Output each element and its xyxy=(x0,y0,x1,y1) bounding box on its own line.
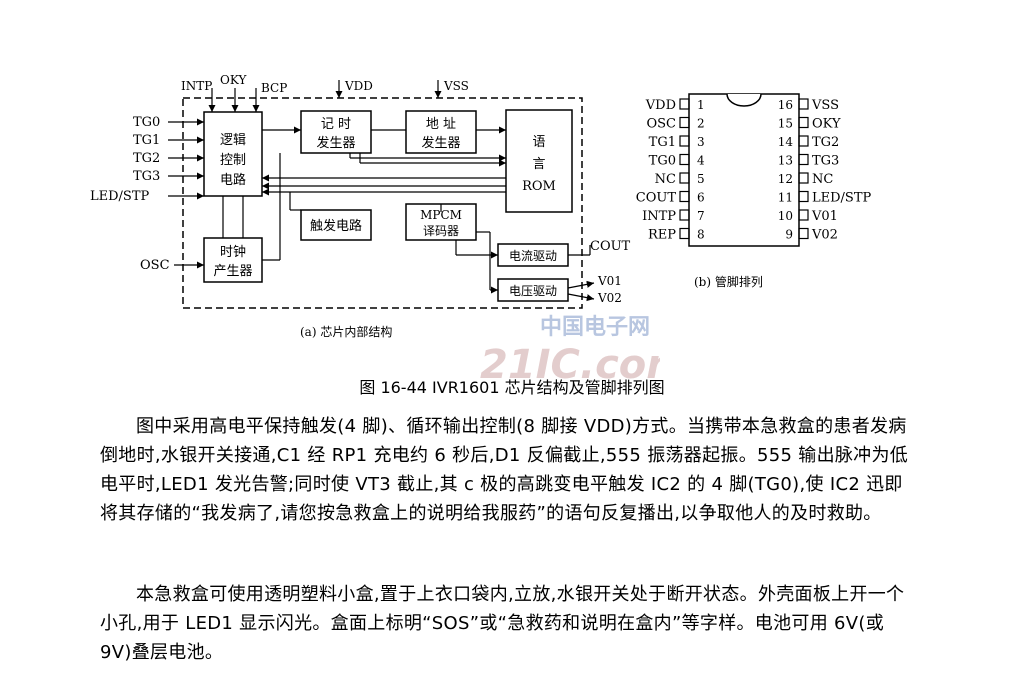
current-drive-label: 电流驱动 xyxy=(509,249,557,263)
mpcm-label-2: 译码器 xyxy=(423,224,459,238)
ic-notch xyxy=(726,93,762,107)
diagram-a-caption: (a) 芯片内部结构 xyxy=(300,324,392,339)
pin-name: REP xyxy=(648,228,676,243)
pin-number: 10 xyxy=(778,209,793,223)
pin-name: VSS xyxy=(811,98,839,113)
pin-number: 12 xyxy=(778,172,793,186)
trigger-label: 触发电路 xyxy=(310,218,362,234)
pin-number: 2 xyxy=(697,117,705,131)
signal-cout: COUT xyxy=(590,239,631,254)
speech-rom-block xyxy=(505,109,573,213)
pin-name: V01 xyxy=(811,209,838,224)
signal-vss: VSS xyxy=(443,79,469,93)
pin-name: VDD xyxy=(645,98,676,113)
timer-label-2: 发生器 xyxy=(316,135,355,151)
rom-label-3: ROM xyxy=(522,179,556,194)
timer-label-1: 记 时 xyxy=(321,117,351,132)
logic-label-1: 逻辑 xyxy=(220,133,246,148)
pin-number: 3 xyxy=(697,135,705,149)
pin-terminal xyxy=(679,172,690,184)
signal-led-stp: LED/STP xyxy=(90,189,150,204)
logic-label-2: 控制 xyxy=(220,153,246,168)
logic-control-block xyxy=(203,111,263,197)
ivr1601-figure: 逻辑 控制 电路 记 时 发生器 地 址 发生器 语 言 ROM 触发电路 时钟… xyxy=(90,73,872,339)
signal-oky: OKY xyxy=(220,73,247,87)
signal-bcp: BCP xyxy=(261,81,287,95)
paragraph-2-text: 本急救盒可使用透明塑料小盒,置于上衣口袋内,立放,水银开关处于断开状态。外壳面板… xyxy=(100,584,905,663)
paragraph-1-text: 图中采用高电平保持触发(4 脚)、循环输出控制(8 脚接 VDD)方式。当携带本… xyxy=(100,416,909,524)
pin-number: 7 xyxy=(697,209,705,223)
paragraph-2: 本急救盒可使用透明塑料小盒,置于上衣口袋内,立放,水银开关处于断开状态。外壳面板… xyxy=(100,580,920,667)
pin-name: TG1 xyxy=(649,135,676,150)
pin-name: TG3 xyxy=(812,154,839,169)
pin-terminal xyxy=(798,98,809,110)
pin-terminal xyxy=(798,209,809,221)
pin-number: 9 xyxy=(785,228,793,242)
pin-name: TG0 xyxy=(649,154,676,169)
pin-name: TG2 xyxy=(812,135,839,150)
pin-terminal xyxy=(679,153,690,166)
signal-tg3: TG3 xyxy=(133,169,160,184)
clock-label-1: 时钟 xyxy=(220,244,246,260)
pin-number: 13 xyxy=(778,154,793,168)
pin-terminal xyxy=(679,135,690,147)
pin-terminal xyxy=(798,116,809,129)
pin-name: OSC xyxy=(646,117,676,132)
figure-caption: 图 16-44 IVR1601 芯片结构及管脚排列图 xyxy=(359,378,665,397)
pin-name: COUT xyxy=(636,191,677,206)
paragraph-1: 图中采用高电平保持触发(4 脚)、循环输出控制(8 脚接 VDD)方式。当携带本… xyxy=(100,412,920,528)
pin-terminal xyxy=(798,135,809,147)
pin-terminal xyxy=(798,190,809,203)
signal-tg0: TG0 xyxy=(133,115,160,130)
signal-v01: V01 xyxy=(597,274,622,288)
internal-structure-diagram: 逻辑 控制 电路 记 时 发生器 地 址 发生器 语 言 ROM 触发电路 时钟… xyxy=(90,73,631,339)
pin-number: 11 xyxy=(778,191,793,205)
signal-osc: OSC xyxy=(140,258,170,273)
signal-v02: V02 xyxy=(597,291,622,305)
clock-label-2: 产生器 xyxy=(213,264,252,279)
pin-number: 5 xyxy=(697,172,705,186)
addr-label-1: 地 址 xyxy=(426,117,456,132)
watermark-top: 中国电子网 xyxy=(540,315,650,340)
pin-number: 15 xyxy=(778,117,793,131)
logic-label-3: 电路 xyxy=(220,172,246,188)
pin-number: 14 xyxy=(778,135,794,149)
address-generator-block xyxy=(405,110,477,154)
pin-number: 4 xyxy=(697,154,705,168)
pin-number: 16 xyxy=(778,98,793,112)
pin-number: 6 xyxy=(697,191,705,205)
pin-terminal xyxy=(679,209,690,221)
chip-boundary xyxy=(182,97,583,309)
trigger-circuit-block xyxy=(300,209,372,241)
pin-number: 1 xyxy=(697,98,705,112)
pin-number: 8 xyxy=(697,228,705,242)
signal-vdd: VDD xyxy=(344,79,373,93)
pin-terminal xyxy=(679,116,690,129)
diagram-b-caption: (b) 管脚排列 xyxy=(694,274,763,289)
signal-tg1: TG1 xyxy=(133,133,160,148)
pin-terminal xyxy=(679,227,690,240)
signal-intp: INTP xyxy=(181,79,212,93)
rom-label-1: 语 xyxy=(532,135,545,150)
mpcm-label-1: MPCM xyxy=(420,208,462,222)
pin-terminal xyxy=(798,153,809,166)
watermark-bottom: 21IC.com xyxy=(480,342,660,388)
pin-terminal xyxy=(798,172,809,184)
addr-label-2: 发生器 xyxy=(421,135,460,151)
pin-name: INTP xyxy=(642,209,676,224)
signal-tg2: TG2 xyxy=(133,151,160,166)
pin-terminal xyxy=(798,227,809,240)
pin-name: OKY xyxy=(812,117,841,132)
pin-terminal xyxy=(679,190,690,203)
voltage-drive-label: 电压驱动 xyxy=(509,284,557,298)
pin-terminal xyxy=(679,98,690,110)
pin-name: NC xyxy=(655,172,676,187)
site-watermark: 中国电子网 21IC.com xyxy=(480,315,660,388)
pin-name: LED/STP xyxy=(812,191,872,206)
pin-name: V02 xyxy=(811,228,838,243)
timer-generator-block xyxy=(300,110,372,154)
pin-name: NC xyxy=(812,172,833,187)
rom-label-2: 言 xyxy=(532,157,545,172)
